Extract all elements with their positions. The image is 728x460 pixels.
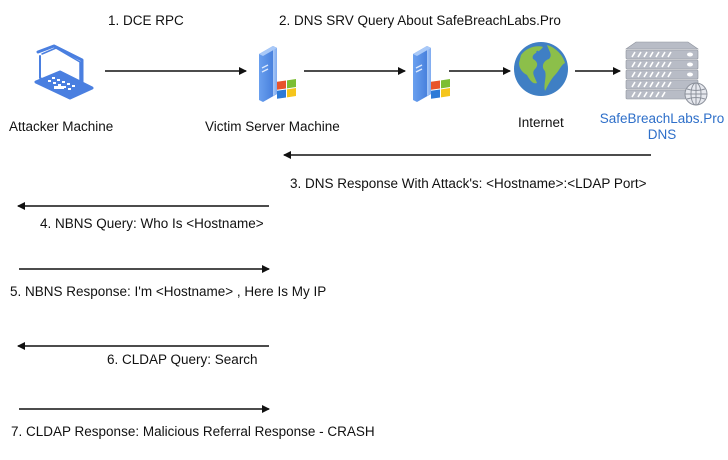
victim-server-label: Victim Server Machine [205, 119, 340, 134]
step-4-label: 4. NBNS Query: Who Is <Hostname> [40, 216, 264, 231]
dns-server-icon [625, 41, 708, 106]
step-6-label: 6. CLDAP Query: Search [107, 352, 258, 367]
step-5-label: 5. NBNS Response: I'm <Hostname> , Here … [10, 284, 327, 299]
attacker-machine-label: Attacker Machine [9, 119, 114, 134]
step-2-label: 2. DNS SRV Query About SafeBreachLabs.Pr… [279, 13, 561, 28]
globe-icon [514, 42, 568, 96]
dns-server-label: SafeBreachLabs.Pro DNS [598, 111, 726, 143]
step-7-label: 7. CLDAP Response: Malicious Referral Re… [11, 424, 375, 439]
laptop-icon [34, 44, 94, 100]
step-1-label: 1. DCE RPC [108, 13, 184, 28]
dns-label-line2: DNS [647, 127, 677, 142]
windows-server-icon-2 [413, 46, 450, 102]
dns-label-line1: SafeBreachLabs.Pro [599, 111, 725, 126]
step-3-label: 3. DNS Response With Attack's: <Hostname… [290, 176, 647, 191]
windows-server-icon [259, 46, 296, 102]
internet-label: Internet [518, 115, 564, 130]
dns-globe-badge-icon [684, 82, 708, 106]
